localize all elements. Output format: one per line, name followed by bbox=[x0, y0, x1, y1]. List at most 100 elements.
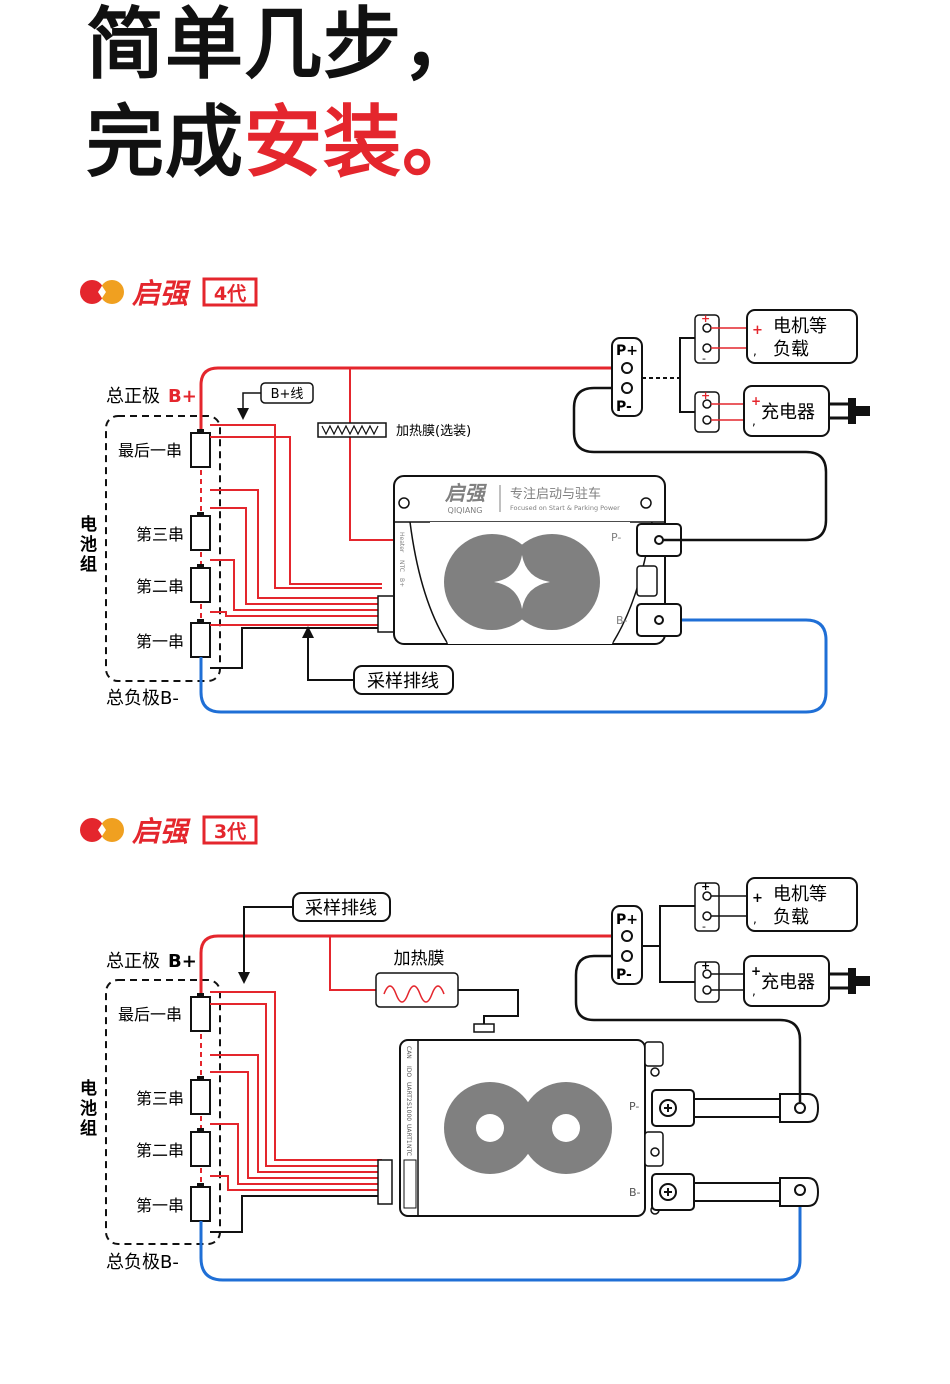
gen4-heater-zigzag bbox=[321, 424, 379, 436]
gen4-main-positive-wire bbox=[199, 366, 628, 429]
svg-text:-: - bbox=[702, 920, 706, 933]
svg-text:+: + bbox=[701, 880, 710, 893]
gen3-bms-p-minus: P- bbox=[629, 1100, 639, 1113]
gen3-branch-bracket bbox=[659, 905, 695, 983]
gen3-p-minus: P- bbox=[616, 967, 632, 983]
gen3-load-connector bbox=[694, 882, 720, 932]
gen3-cell-label: 第一串 bbox=[136, 1196, 184, 1215]
svg-text:,: , bbox=[752, 984, 756, 998]
gen3-heater-label: 加热膜 bbox=[394, 949, 445, 969]
gen3-heater-film-icon bbox=[375, 972, 459, 1008]
gen3-logo: 启强 3代 bbox=[80, 815, 258, 848]
gen3-battery-pack-frame bbox=[105, 979, 221, 1245]
svg-text:+: + bbox=[701, 959, 710, 972]
gen3-bms-b-minus: B- bbox=[629, 1186, 641, 1199]
gen4-charger-label: 充电器 bbox=[761, 402, 815, 423]
gen3-cell-label: 第三串 bbox=[136, 1089, 184, 1108]
gen4-sample-wire bbox=[210, 424, 382, 589]
bms-infinity-logo-icon bbox=[444, 1082, 612, 1174]
gen3-sampling-label: 采样排线 bbox=[305, 898, 377, 919]
gen3-heater-plug-wire bbox=[458, 989, 519, 1024]
gen3-negative-wire bbox=[199, 1192, 802, 1282]
cell bbox=[190, 429, 211, 468]
gen3-charger-label: 充电器 bbox=[761, 972, 815, 993]
headline-period: 。 bbox=[402, 98, 482, 188]
gen4-bms-brand: 启强 bbox=[444, 481, 487, 505]
gen3-total-pos: 总正极 bbox=[106, 951, 160, 972]
svg-text:,: , bbox=[753, 912, 757, 926]
brand-logo-icon bbox=[80, 280, 124, 304]
gen4-total-neg: 总负极B- bbox=[106, 688, 179, 709]
gen3-charger-box bbox=[743, 955, 830, 1007]
gen4-sample-wire bbox=[210, 611, 382, 617]
gen4-bms-slogan-en: Focused on Start & Parking Power bbox=[510, 504, 620, 512]
gen4-charger-box bbox=[743, 385, 830, 437]
gen3-sampling-arrow bbox=[238, 972, 250, 984]
power-plug-icon bbox=[829, 968, 870, 994]
gen4-sample-connector bbox=[377, 595, 395, 633]
gen3-sample-wire bbox=[210, 1071, 382, 1179]
headline-line2: 完成安装。 bbox=[86, 104, 481, 182]
gen4-bms-b-minus: B- bbox=[616, 614, 628, 627]
svg-text:+: + bbox=[701, 312, 710, 325]
gen4-cell-label: 第一串 bbox=[136, 632, 184, 651]
gen4-b-minus-tab bbox=[636, 603, 682, 637]
gen3-heater-wave bbox=[383, 985, 445, 1003]
gen3-charger-connector bbox=[694, 961, 720, 1003]
gen3-bms-port-label: CAN bbox=[405, 1046, 412, 1059]
gen3-total-neg: 总负极B- bbox=[106, 1252, 179, 1273]
gen4-total-pos-terminal: B+ bbox=[168, 386, 197, 407]
gen4-sample-wire bbox=[210, 436, 382, 585]
svg-text:,: , bbox=[752, 414, 756, 428]
cell bbox=[190, 1128, 211, 1167]
gen4-battery-pack-label: 电池组 bbox=[80, 514, 97, 575]
gen4-bms-brand-en: QIQIANG bbox=[448, 506, 483, 515]
gen4-logo: 启强 4代 bbox=[80, 277, 258, 310]
gen4-bminus-sense-wire bbox=[210, 627, 382, 669]
gen4-badge: 4代 bbox=[214, 283, 246, 305]
gen3-main-positive-wire bbox=[199, 934, 628, 993]
gen4-p-plus: P+ bbox=[616, 343, 638, 359]
gen4-sampling-arrow bbox=[302, 626, 314, 638]
gen3-sample-wire bbox=[210, 991, 382, 1161]
gen4-sample-wire bbox=[210, 489, 382, 599]
gen4-bplus-arrow bbox=[237, 392, 261, 420]
cell bbox=[190, 1183, 211, 1222]
gen3-badge-frame bbox=[202, 815, 258, 845]
gen3-bms-port-label: IDO bbox=[405, 1066, 412, 1077]
gen4-cells bbox=[190, 429, 211, 658]
gen4-p-minus: P- bbox=[616, 399, 632, 415]
cell bbox=[190, 512, 211, 551]
svg-text:+: + bbox=[752, 323, 763, 338]
gen4-bms-slogan: 专注启动与驻车 bbox=[510, 486, 601, 502]
gen4-battery-pack-frame bbox=[105, 415, 221, 682]
gen3-sample-wire bbox=[210, 1003, 382, 1167]
gen3-b-minus-lug bbox=[651, 1173, 820, 1211]
gen3-sample-connector bbox=[377, 1159, 393, 1205]
cell bbox=[190, 619, 211, 658]
gen4-load-line1: 电机等 bbox=[773, 316, 827, 337]
gen4-cell-label: 最后一串 bbox=[118, 441, 182, 460]
gen4-total-pos: 总正极 bbox=[106, 386, 160, 407]
gen4-cell-label: 第二串 bbox=[136, 577, 184, 596]
gen4-p-minus-wire bbox=[572, 386, 828, 542]
gen3-sampling-leader bbox=[243, 906, 293, 976]
gen4-heater-label: 加热膜(选装) bbox=[396, 424, 471, 439]
svg-text:,: , bbox=[753, 344, 757, 358]
gen4-sampling-callout bbox=[353, 665, 454, 695]
svg-text:+: + bbox=[751, 964, 761, 978]
gen4-bms-bplus: B+ bbox=[398, 578, 405, 587]
gen3-bminus-sense-wire bbox=[210, 1195, 382, 1233]
headline-line1: 简单几步， bbox=[86, 0, 482, 90]
bms-logo-mark-icon bbox=[444, 534, 600, 630]
gen4-sampling-label: 采样排线 bbox=[367, 671, 439, 692]
gen4-bms-heater: Heater bbox=[398, 532, 405, 553]
gen3-bms-port-label: NTC bbox=[405, 1144, 412, 1156]
gen3-p-plus: P+ bbox=[616, 912, 638, 928]
gen4-load-connector bbox=[694, 314, 720, 364]
gen4-sample-wire bbox=[210, 559, 382, 611]
gen4-load-box bbox=[746, 309, 858, 364]
svg-text:+: + bbox=[701, 389, 710, 402]
svg-text:+: + bbox=[752, 891, 763, 906]
